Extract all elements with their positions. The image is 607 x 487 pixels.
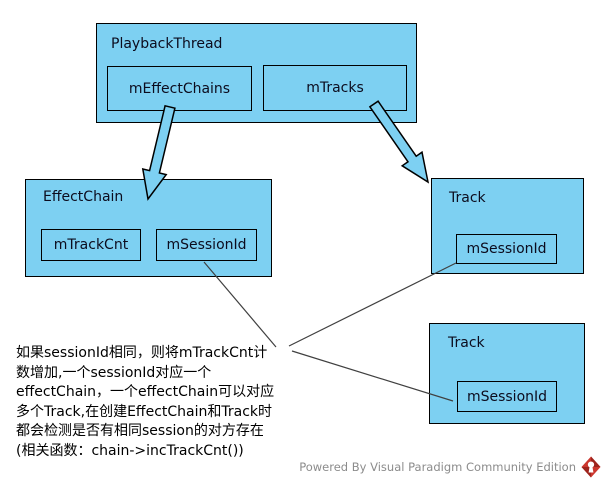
attribute-label: mTrackCnt (53, 237, 129, 253)
class-title-effect-chain: EffectChain (43, 189, 124, 205)
attribute-label: mSessionId (466, 388, 548, 405)
attribute-label: mSessionId (166, 237, 247, 253)
attribute-box-m-session-id-track-bottom: mSessionId (457, 381, 557, 412)
attribute-label: mTracks (306, 80, 364, 96)
visual-paradigm-logo-icon (581, 456, 601, 478)
annotation-line: 数增加,一个sessionId对应一个 (16, 364, 212, 381)
attribute-label: mEffectChains (128, 80, 231, 97)
annotation-line: effectChain，一个effectChain可以对应 (16, 384, 275, 400)
attribute-box-m-effect-chains: mEffectChains (107, 66, 252, 111)
attribute-label: mSessionId (466, 241, 547, 257)
attribute-box-m-session-id-track-top: mSessionId (456, 234, 557, 264)
annotation-line: 多个Track,在创建EffectChain和Track时 (16, 403, 272, 420)
class-box-effect-chain: EffectChain (25, 179, 272, 277)
annotation-line: 都会检测是否有相同session的对方存在 (16, 423, 264, 439)
attribute-box-m-track-cnt: mTrackCnt (41, 229, 141, 261)
attribute-box-m-session-id-effect-chain: mSessionId (156, 229, 257, 261)
annotation-line: (相关函数：chain->incTrackCnt()) (16, 442, 244, 459)
annotation-note: 如果sessionId相同，则将mTrackCnt计 数增加,一个session… (16, 344, 326, 461)
class-title-track-top: Track (449, 190, 486, 206)
watermark-text: Powered By Visual Paradigm Community Edi… (299, 460, 576, 474)
annotation-line: 如果sessionId相同，则将mTrackCnt计 (16, 345, 268, 361)
attribute-box-m-tracks: mTracks (263, 65, 407, 111)
class-title-playback-thread: PlaybackThread (111, 36, 223, 52)
class-title-track-bottom: Track (448, 335, 485, 351)
watermark-footer: Powered By Visual Paradigm Community Edi… (299, 456, 601, 478)
